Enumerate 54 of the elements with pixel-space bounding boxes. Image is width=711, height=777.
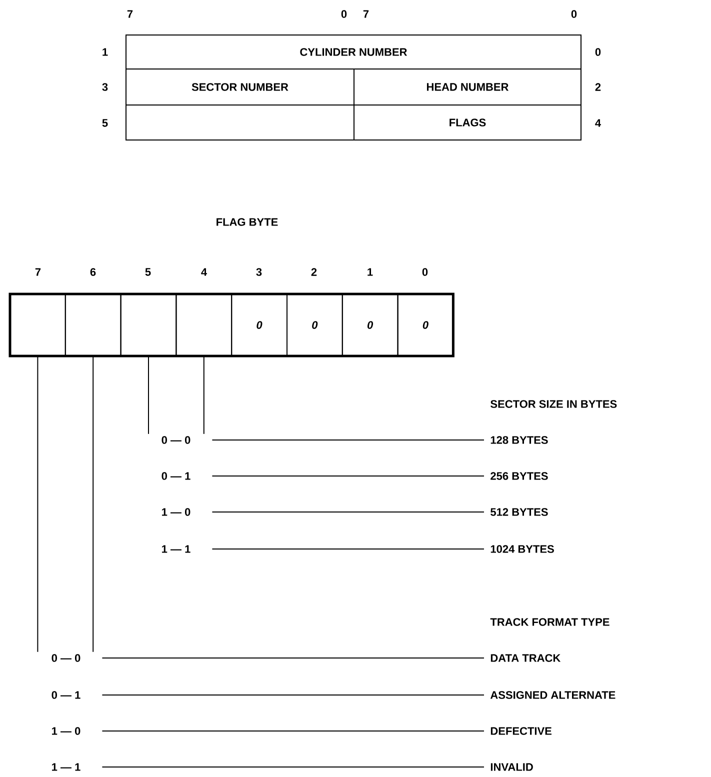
bit-number: 0	[571, 10, 577, 18]
connector-line	[102, 766, 484, 768]
bit-cell: 0	[342, 294, 398, 356]
connector-line	[102, 730, 484, 732]
bit-number: 0	[595, 48, 601, 56]
bit-cell: 0	[397, 294, 454, 356]
meaning-text: 512 BYTES	[490, 508, 548, 516]
bit-number: 1	[368, 268, 373, 276]
bit-number: 6	[90, 268, 96, 276]
meaning-text: 128 BYTES	[490, 436, 548, 444]
bit-value: 0 — 0	[52, 654, 80, 662]
meaning-text: INVALID	[490, 763, 533, 771]
connector-line	[212, 548, 484, 550]
bit-number: 3	[102, 83, 108, 91]
bit-cell: 0	[286, 294, 343, 356]
meaning-text: DEFECTIVE	[490, 727, 552, 735]
bit-value: 1 — 1	[162, 545, 190, 553]
bit-value: 0 — 0	[162, 436, 190, 444]
heading: TRACK FORMAT TYPE	[490, 618, 610, 626]
meaning-text: DATA TRACK	[490, 654, 561, 662]
bit-number: 5	[102, 119, 108, 127]
leader-line	[148, 356, 149, 434]
bit-number: 7	[35, 268, 41, 276]
table-cell: CYLINDER NUMBER	[126, 34, 582, 70]
meaning-text: 256 BYTES	[490, 472, 548, 480]
bit-number: 0	[422, 268, 428, 276]
meaning-text: ASSIGNED ALTERNATE	[490, 691, 616, 699]
bit-number: 2	[311, 268, 317, 276]
bit-value: 1 — 1	[52, 763, 80, 771]
table-cell: FLAGS	[354, 104, 582, 140]
bit-number: 5	[145, 268, 151, 276]
table-cell: SECTOR NUMBER	[126, 68, 354, 106]
leader-line	[37, 356, 38, 652]
bit-number: 2	[595, 83, 601, 91]
bit-cell: 0	[231, 294, 288, 356]
bit-number: 4	[595, 119, 601, 127]
bit-number: 3	[256, 268, 262, 276]
bit-number: 4	[201, 268, 207, 276]
empty-table-cell	[126, 104, 354, 140]
bit-number: 7	[363, 10, 369, 18]
bit-value: 1 — 0	[52, 727, 80, 735]
bit-value: 0 — 1	[162, 472, 190, 480]
bit-value: 0 — 1	[52, 691, 80, 699]
connector-line	[102, 694, 484, 696]
bit-number: 1	[102, 48, 108, 56]
heading: SECTOR SIZE IN BYTES	[490, 400, 617, 408]
bit-value: 1 — 0	[162, 508, 190, 516]
leader-line	[203, 356, 204, 434]
meaning-text: 1024 BYTES	[490, 545, 554, 553]
table-cell: HEAD NUMBER	[354, 68, 582, 106]
bit-number: 0	[341, 10, 347, 18]
leader-line	[92, 356, 94, 652]
bit-number: 7	[127, 10, 133, 18]
heading: FLAG BYTE	[216, 218, 278, 226]
